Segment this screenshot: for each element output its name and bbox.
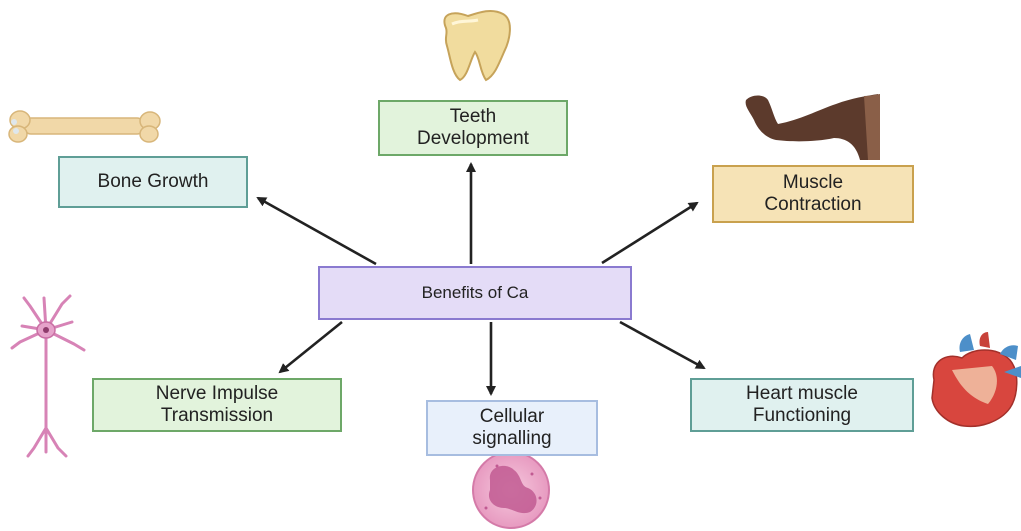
cell-label-line2: signalling xyxy=(472,428,551,450)
center-node-benefits-of-ca: Benefits of Ca xyxy=(318,266,632,320)
nerve-label-line2: Transmission xyxy=(161,405,273,427)
muscle-label-line1: Muscle xyxy=(783,172,843,194)
arrow-to-bone xyxy=(258,198,376,264)
cell-label-line1: Cellular xyxy=(480,406,544,428)
tooth-icon xyxy=(444,11,509,80)
center-node-label: Benefits of Ca xyxy=(422,283,529,303)
neuron-icon xyxy=(12,296,84,456)
benefit-node-cellular-signalling: Cellular signalling xyxy=(426,400,598,456)
teeth-label-line1: Teeth xyxy=(450,106,496,128)
flexed-arm-icon xyxy=(746,94,880,160)
cell-icon xyxy=(473,452,549,528)
benefit-node-muscle-contraction: Muscle Contraction xyxy=(712,165,914,223)
arrow-to-nerve xyxy=(280,322,342,372)
muscle-label-line2: Contraction xyxy=(764,194,861,216)
bone-label: Bone Growth xyxy=(98,171,209,193)
bone-icon xyxy=(9,111,160,142)
benefit-node-bone-growth: Bone Growth xyxy=(58,156,248,208)
benefit-node-nerve-impulse: Nerve Impulse Transmission xyxy=(92,378,342,432)
heart-label-line2: Functioning xyxy=(753,405,851,427)
heart-label-line1: Heart muscle xyxy=(746,383,858,405)
nerve-label-line1: Nerve Impulse xyxy=(156,383,279,405)
arrow-to-heart xyxy=(620,322,704,368)
teeth-label-line2: Development xyxy=(417,128,529,150)
benefit-node-heart-muscle: Heart muscle Functioning xyxy=(690,378,914,432)
heart-icon xyxy=(932,332,1021,426)
benefit-node-teeth-development: Teeth Development xyxy=(378,100,568,156)
arrow-to-muscle xyxy=(602,203,697,263)
